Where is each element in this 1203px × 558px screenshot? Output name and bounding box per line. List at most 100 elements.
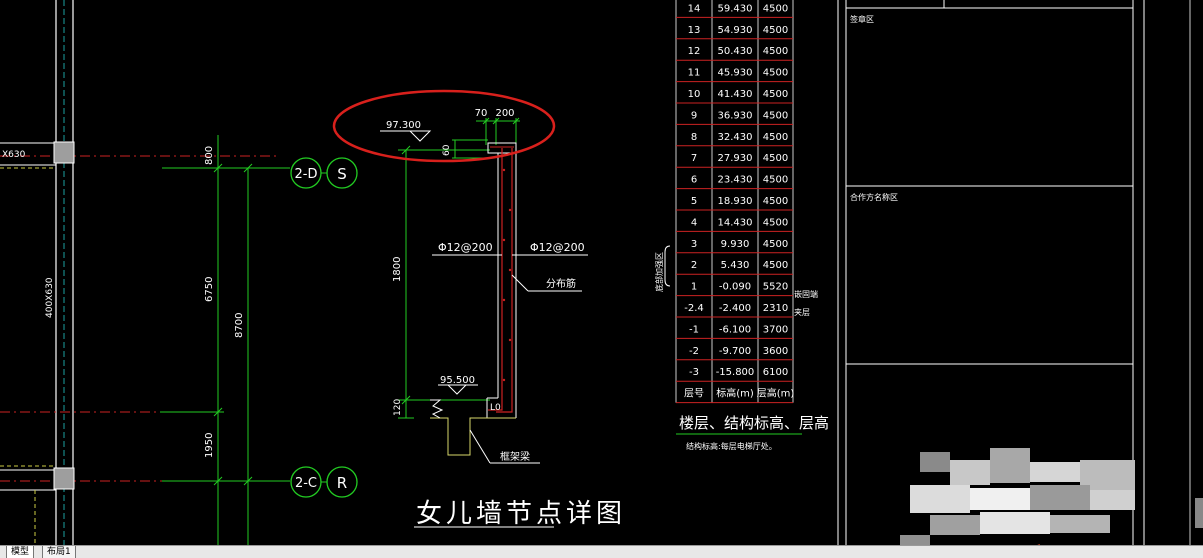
table-cell-elev: -2.400	[719, 303, 751, 314]
table-cell-floor: 1	[691, 282, 697, 293]
layout-tab-bar: 模型 布局1	[0, 545, 1203, 558]
parapet-detail: 1800 120 60 70 200 97.300 95.500	[380, 108, 626, 529]
dim-120: 120	[393, 399, 403, 416]
plan-view: X630 400X630 800 6750 1950 8700	[0, 0, 290, 545]
label-L: L0	[490, 403, 501, 413]
table-cell-height: 4500	[763, 153, 788, 164]
table-cell-elev: 50.430	[718, 46, 753, 57]
table-cell-floor: 9	[691, 110, 697, 121]
title-block-label-2: 合作方名称区	[850, 192, 898, 202]
column-label: 400X630	[45, 277, 55, 318]
table-cell-floor: 7	[691, 153, 697, 164]
table-cell-height: 4500	[763, 89, 788, 100]
side-label-left: 底部加强区	[654, 252, 664, 292]
table-cell-elev: 59.430	[718, 3, 753, 14]
detail-title: 女儿墙节点详图	[416, 499, 626, 529]
pixelated-watermark	[900, 440, 1140, 545]
side-label-right-1: 嵌固端	[794, 289, 818, 299]
table-cell-height: 4500	[763, 68, 788, 79]
table-cell-height: 3600	[763, 346, 788, 357]
rebar-label-right: Φ12@200	[530, 241, 585, 254]
table-cell-elev: 5.430	[721, 260, 750, 271]
drawing-canvas[interactable]: X630 400X630 800 6750 1950 8700 2-D S	[0, 0, 1203, 545]
table-header-floor: 层号	[684, 388, 704, 400]
table-cell-height: 4500	[763, 3, 788, 14]
table-cell-height: 4500	[763, 46, 788, 57]
table-cell-height: 4500	[763, 110, 788, 121]
table-cell-floor: 10	[688, 89, 701, 100]
table-cell-height: 4500	[763, 25, 788, 36]
table-cell-height: 6100	[763, 367, 788, 378]
table-cell-floor: -1	[689, 324, 699, 335]
elev-bottom: 95.500	[440, 375, 475, 386]
table-cell-elev: -0.090	[719, 282, 751, 293]
table-cell-elev: 32.430	[718, 132, 753, 143]
table-note: 结构标高:每层电梯厅处。	[686, 441, 777, 451]
table-cell-floor: 5	[691, 196, 697, 207]
table-cell-elev: 14.430	[718, 217, 753, 228]
table-cell-elev: 36.930	[718, 110, 753, 121]
table-cell-height: 4500	[763, 175, 788, 186]
table-cell-height: 4500	[763, 260, 788, 271]
grid-tag-2d: 2-D S	[290, 157, 358, 189]
table-cell-elev: -6.100	[719, 324, 751, 335]
dim-200: 200	[495, 108, 514, 119]
title-block-label-1: 签章区	[850, 14, 874, 24]
table-cell-height: 3700	[763, 324, 788, 335]
table-cell-elev: 41.430	[718, 89, 753, 100]
table-cell-elev: 9.930	[721, 239, 750, 250]
table-cell-elev: -9.700	[719, 346, 751, 357]
table-cell-elev: 23.430	[718, 175, 753, 186]
table-cell-floor: 6	[691, 175, 697, 186]
table-cell-height: 4500	[763, 239, 788, 250]
axis-letter-s: S	[337, 165, 347, 183]
table-cell-floor: 14	[688, 3, 701, 14]
table-cell-elev: 27.930	[718, 153, 753, 164]
title-block: 签章区 合作方名称区	[837, 0, 1203, 545]
table-title: 楼层、结构标高、层高	[679, 414, 829, 432]
table-cell-height: 5520	[763, 282, 788, 293]
table-header-elev: 标高(m)	[716, 387, 754, 400]
table-cell-elev: 18.930	[718, 196, 753, 207]
table-cell-floor: -3	[689, 367, 699, 378]
table-header-height: 层高(m)	[757, 387, 795, 400]
dim-1950: 1950	[204, 433, 215, 458]
dim-800: 800	[204, 146, 215, 165]
axis-label-2c: 2-C	[295, 476, 317, 491]
tab-model[interactable]: 模型	[6, 546, 35, 558]
tab-layout1[interactable]: 布局1	[42, 546, 76, 558]
table-cell-height: 4500	[763, 217, 788, 228]
table-cell-floor: 13	[688, 25, 701, 36]
table-cell-floor: 3	[691, 239, 697, 250]
dim-1800: 1800	[392, 257, 403, 282]
dim-70: 70	[475, 108, 488, 119]
table-cell-elev: 54.930	[718, 25, 753, 36]
axis-letter-r: R	[337, 474, 347, 492]
table-cell-elev: -15.800	[716, 367, 755, 378]
table-cell-elev: 45.930	[718, 68, 753, 79]
note-fenbujin: 分布筋	[546, 277, 576, 290]
red-highlight-ellipse	[332, 89, 556, 163]
dim-60: 60	[442, 144, 452, 156]
table-cell-height: 4500	[763, 132, 788, 143]
table-cell-floor: 4	[691, 217, 697, 228]
note-kuangjialiang: 框架梁	[500, 450, 530, 463]
table-cell-floor: -2	[689, 346, 699, 357]
side-label-right-2: 夹层	[794, 307, 810, 317]
table-cell-floor: 11	[688, 68, 701, 79]
rebar-label-left: Φ12@200	[438, 241, 493, 254]
table-cell-floor: 8	[691, 132, 697, 143]
table-cell-floor: 2	[691, 260, 697, 271]
elev-top: 97.300	[386, 120, 421, 131]
beam-label-top: X630	[2, 150, 26, 160]
axis-label-2d: 2-D	[295, 167, 318, 182]
table-cell-height: 4500	[763, 196, 788, 207]
table-cell-height: 2310	[763, 303, 788, 314]
grid-tag-2c: 2-C R	[290, 466, 358, 498]
dim-8700: 8700	[234, 313, 245, 338]
table-cell-floor: 12	[688, 46, 701, 57]
table-cell-floor: -2.4	[684, 303, 704, 314]
dim-6750: 6750	[204, 277, 215, 302]
